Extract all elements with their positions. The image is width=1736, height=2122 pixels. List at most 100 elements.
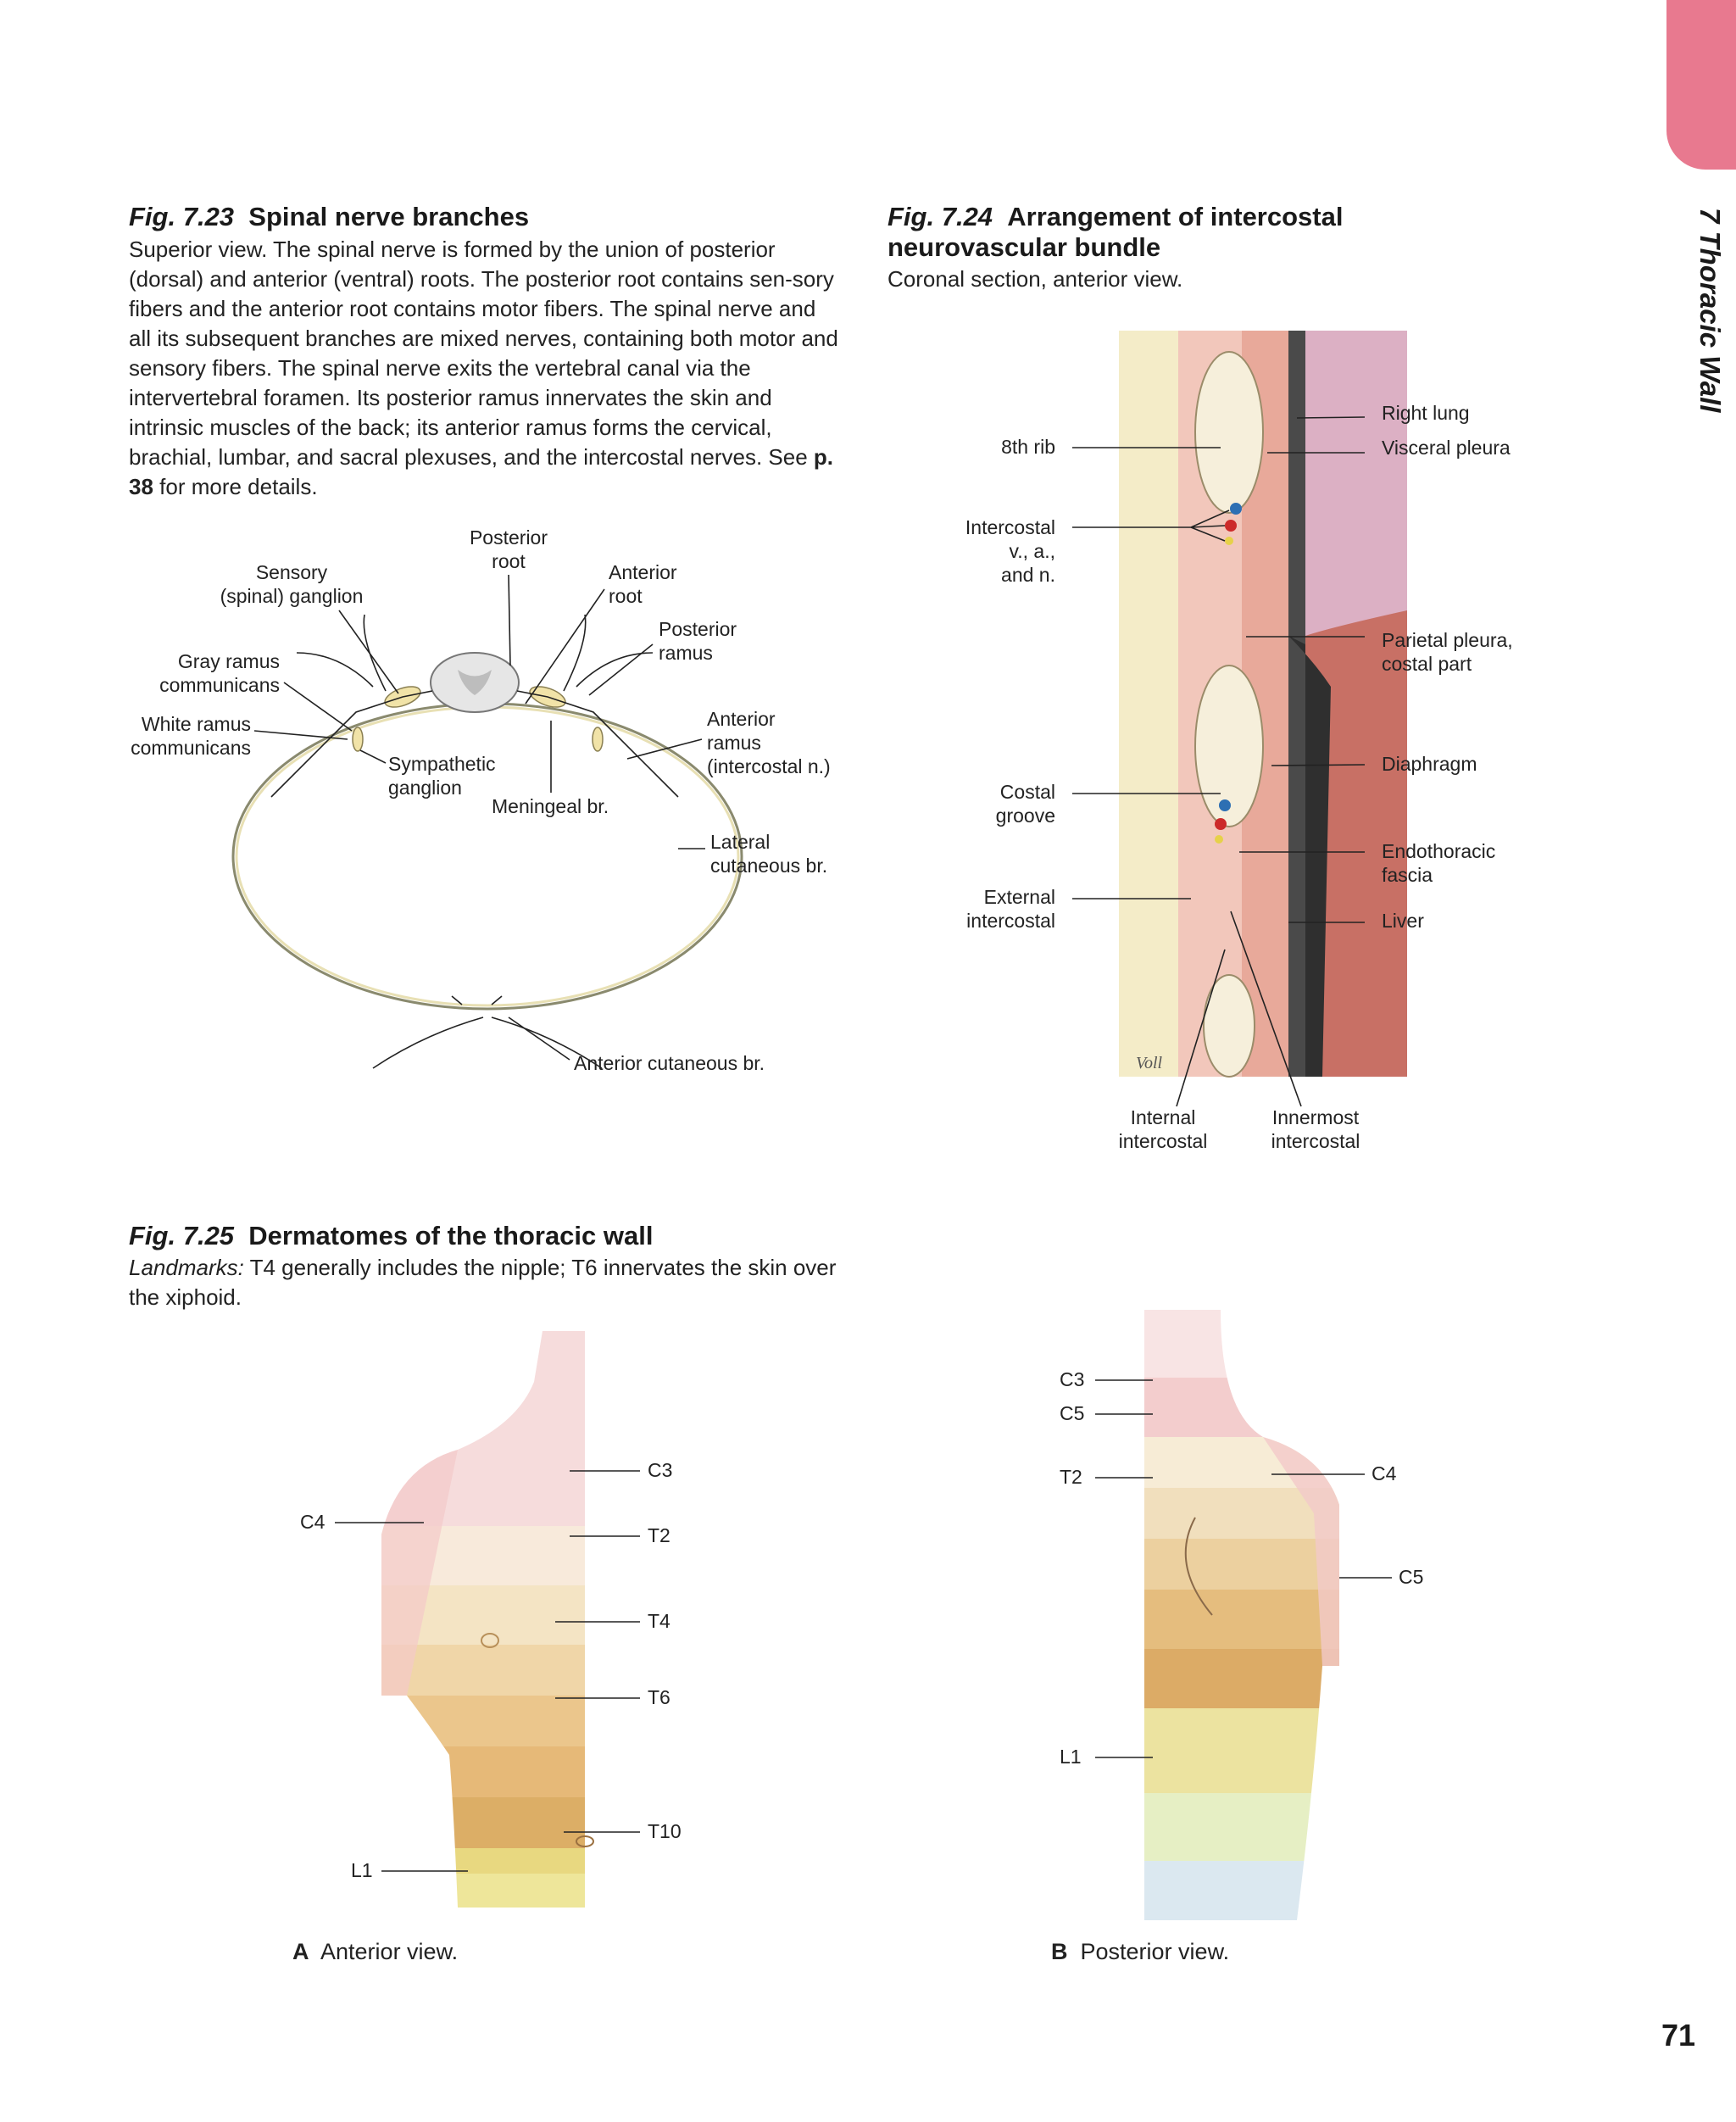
label-internal-intercostal: Internal xyxy=(1131,1106,1196,1128)
svg-text:intercostal: intercostal xyxy=(1271,1130,1360,1152)
svg-text:root: root xyxy=(609,585,643,607)
label-anterior-cutaneous: Anterior cutaneous br. xyxy=(574,1052,765,1074)
svg-text:cutaneous br.: cutaneous br. xyxy=(710,855,827,877)
sympathetic-ganglion-left xyxy=(352,727,364,752)
fig-7-25-title: Dermatomes of the thoracic wall xyxy=(248,1221,654,1250)
pleural-cavity xyxy=(1288,331,1305,1077)
arm-c4-area xyxy=(381,1450,458,1696)
label-visceral-pleura: Visceral pleura xyxy=(1382,437,1511,459)
subcaption-a: A Anterior view. xyxy=(292,1939,458,1965)
label-a-c3: C3 xyxy=(648,1459,672,1481)
svg-text:ramus: ramus xyxy=(659,642,713,664)
label-8th-rib: 8th rib xyxy=(1001,436,1055,458)
label-a-t4: T4 xyxy=(648,1610,670,1632)
label-anterior-root: Anterior xyxy=(609,561,677,583)
subcaption-b-letter: B xyxy=(1051,1939,1068,1964)
intercostal-nerve xyxy=(1225,537,1233,545)
svg-text:(spinal) ganglion: (spinal) ganglion xyxy=(220,585,364,607)
subcaption-a-letter: A xyxy=(292,1939,309,1964)
rib-9 xyxy=(1194,665,1264,827)
svg-text:intercostal: intercostal xyxy=(966,910,1055,932)
label-b-c5-neck: C5 xyxy=(1060,1402,1084,1424)
fig-7-23-page-ref: p. 38 xyxy=(129,444,834,499)
svg-text:costal part: costal part xyxy=(1382,653,1472,675)
subcutaneous-layer xyxy=(1119,331,1178,1077)
chapter-color-tab xyxy=(1666,0,1736,170)
fig-7-24-caption: Coronal section, anterior view. xyxy=(887,266,1183,292)
subcaption-a-text: Anterior view. xyxy=(320,1939,459,1964)
fig-7-23-heading: Fig. 7.23 Spinal nerve branches xyxy=(129,202,841,232)
fig-7-23-caption-text: Superior view. The spinal nerve is forme… xyxy=(129,237,838,470)
label-a-l1: L1 xyxy=(351,1859,373,1881)
subcaption-b: B Posterior view. xyxy=(1051,1939,1229,1965)
svg-text:communicans: communicans xyxy=(159,674,280,696)
label-b-t2: T2 xyxy=(1060,1466,1082,1488)
fig-7-23-title: Spinal nerve branches xyxy=(248,202,530,231)
intercostal-vein xyxy=(1230,503,1242,515)
label-intercostal-bundle: Intercostal xyxy=(965,516,1055,538)
label-liver: Liver xyxy=(1382,910,1424,932)
liver-diaphragm xyxy=(1305,610,1407,1077)
subcaption-b-text: Posterior view. xyxy=(1080,1939,1230,1964)
chapter-title: 7 Thoracic Wall xyxy=(1694,208,1726,413)
dermatomes-anterior-view: C3 C4 T2 T4 T6 T10 L1 xyxy=(300,1331,682,1908)
svg-text:communicans: communicans xyxy=(131,737,251,759)
artist-signature: Voll xyxy=(1136,1054,1163,1072)
rib-8 xyxy=(1194,351,1264,514)
fig-7-25-number: Fig. 7.25 xyxy=(129,1221,235,1250)
right-lung xyxy=(1305,331,1407,636)
svg-text:and n.: and n. xyxy=(1001,564,1055,586)
fig-7-25-heading: Fig. 7.25 Dermatomes of the thoracic wal… xyxy=(129,1221,858,1251)
scapula-outline xyxy=(1184,1517,1213,1616)
svg-text:ramus: ramus xyxy=(707,732,761,754)
label-costal-groove: Costal xyxy=(1000,781,1055,803)
rib-10 xyxy=(1203,974,1255,1078)
label-a-t2: T2 xyxy=(648,1524,670,1546)
fig-7-24-number: Fig. 7.24 xyxy=(887,202,993,231)
svg-text:v., a.,: v., a., xyxy=(1009,540,1055,562)
label-lateral-cutaneous: Lateral xyxy=(710,831,770,853)
spinal-nerve-diagram: Posterior root Sensory (spinal) ganglion… xyxy=(131,526,831,1074)
svg-text:intercostal: intercostal xyxy=(1119,1130,1208,1152)
intercostal-bundle-diagram: Voll 8th rib Intercostal v., a., and n. … xyxy=(965,331,1513,1152)
fig-7-25-caption: Landmarks: T4 generally includes the nip… xyxy=(129,1253,841,1312)
label-anterior-ramus: Anterior xyxy=(707,708,776,730)
label-a-t6: T6 xyxy=(648,1686,670,1708)
label-b-l1: L1 xyxy=(1060,1746,1082,1768)
label-parietal-pleura: Parietal pleura, xyxy=(1382,629,1513,651)
label-meningeal-branch: Meningeal br. xyxy=(492,795,609,817)
arm-c5-area xyxy=(1263,1437,1339,1666)
svg-text:fascia: fascia xyxy=(1382,864,1433,886)
label-gray-ramus: Gray ramus xyxy=(178,650,280,672)
label-endothoracic-fascia: Endothoracic xyxy=(1382,840,1495,862)
nipple xyxy=(481,1633,499,1648)
fig-7-24-heading: Fig. 7.24 Arrangement of intercostal neu… xyxy=(887,202,1498,263)
svg-text:groove: groove xyxy=(996,805,1055,827)
fig-7-23-caption: Superior view. The spinal nerve is forme… xyxy=(129,235,841,502)
fig-7-23-caption-end: for more details. xyxy=(159,474,318,499)
label-diaphragm: Diaphragm xyxy=(1382,753,1477,775)
fig-7-23-number: Fig. 7.23 xyxy=(129,202,235,231)
label-b-c4: C4 xyxy=(1372,1462,1397,1484)
intercostal-artery xyxy=(1225,520,1237,532)
fig-7-24-title-1: Arrangement of intercostal xyxy=(1007,202,1344,231)
svg-text:(intercostal n.): (intercostal n.) xyxy=(707,755,831,777)
fig-7-24-title-2: neurovascular bundle xyxy=(887,232,1161,262)
label-b-c5-arm: C5 xyxy=(1399,1566,1423,1588)
label-posterior-root: Posterior xyxy=(470,526,548,549)
label-sympathetic-ganglion: Sympathetic xyxy=(388,753,496,775)
umbilicus xyxy=(576,1835,594,1847)
label-innermost-intercostal: Innermost xyxy=(1272,1106,1360,1128)
posterior-dermatome-bands xyxy=(1144,1310,1339,1920)
label-posterior-ramus: Posterior xyxy=(659,618,737,640)
label-right-lung: Right lung xyxy=(1382,402,1470,424)
label-sensory-ganglion: Sensory xyxy=(256,561,328,583)
page-number: 71 xyxy=(1661,2018,1696,2052)
label-a-t10: T10 xyxy=(648,1820,682,1842)
svg-text:root: root xyxy=(492,550,526,572)
label-a-c4: C4 xyxy=(300,1511,326,1533)
dermatomes-posterior-view: C3 C5 T2 C4 C5 L1 xyxy=(1060,1310,1423,1920)
label-b-c3: C3 xyxy=(1060,1368,1084,1390)
svg-text:ganglion: ganglion xyxy=(388,777,462,799)
label-white-ramus: White ramus xyxy=(142,713,251,735)
